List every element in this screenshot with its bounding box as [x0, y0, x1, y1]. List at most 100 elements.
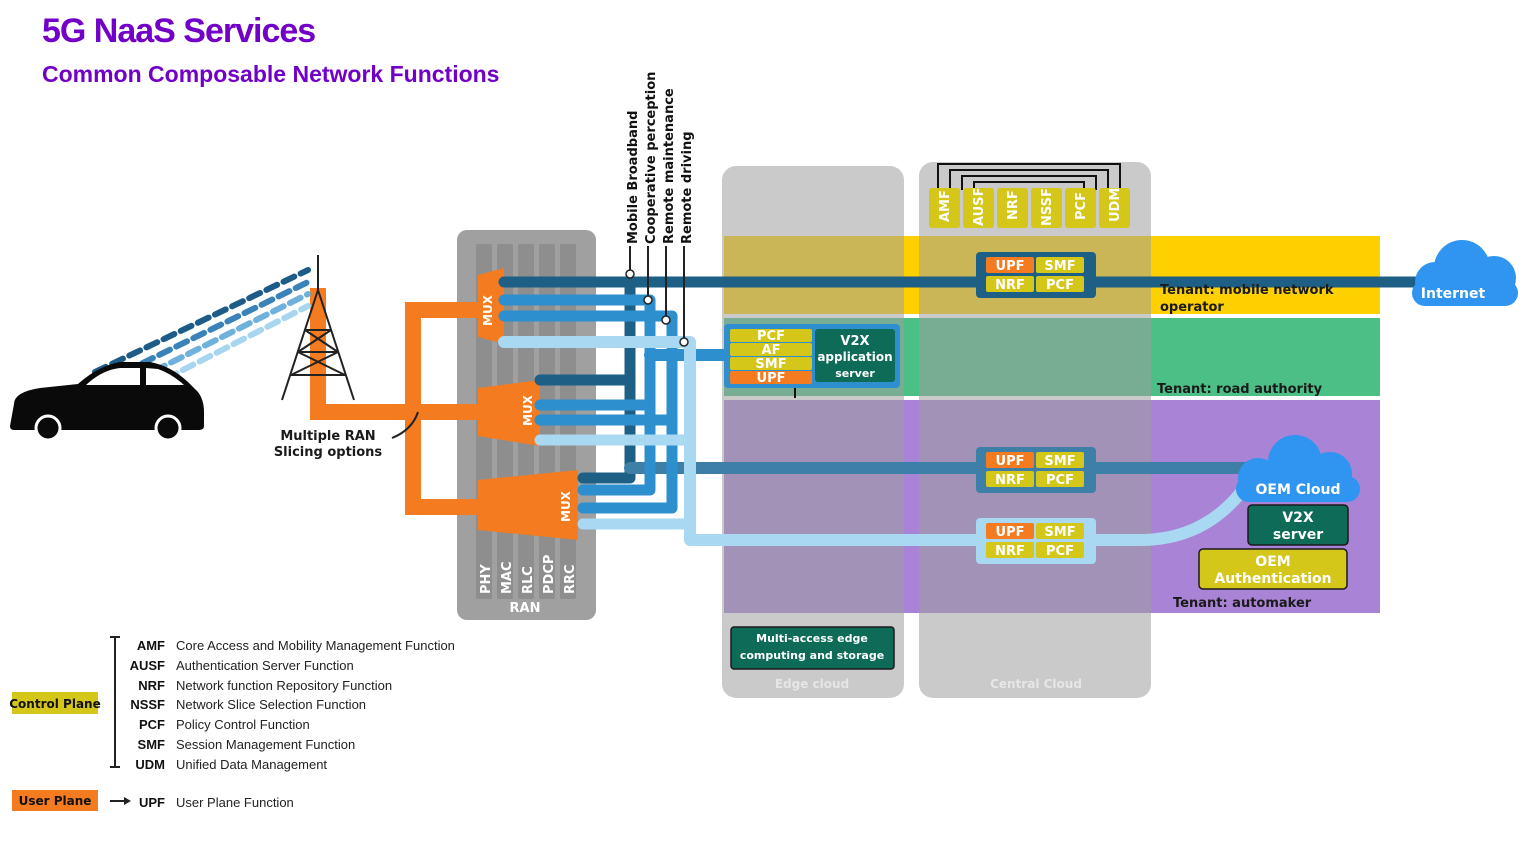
tenant-mobile-label-1: Tenant: mobile network	[1160, 283, 1334, 298]
v2x-app-line3: server	[835, 367, 875, 380]
legend-def: Policy Control Function	[176, 717, 310, 732]
nf-pcf: PCF	[1046, 473, 1074, 488]
page-subtitle: Common Composable Network Functions	[42, 61, 500, 87]
edge-nf-smf: SMF	[755, 357, 786, 372]
legend-abbr: NSSF	[130, 697, 165, 712]
legend-abbr: NRF	[138, 678, 165, 693]
page-title: 5G NaaS Services	[42, 12, 316, 50]
mux-3	[478, 470, 578, 540]
legend-def: Authentication Server Function	[176, 658, 354, 673]
edge-cloud-label: Edge cloud	[775, 677, 849, 691]
nf-smf: SMF	[1044, 259, 1075, 274]
nf-nrf: NRF	[995, 278, 1025, 293]
car-icon	[10, 362, 204, 442]
oem-authentication: OEM Authentication	[1198, 548, 1348, 590]
use-case-pointers	[629, 246, 685, 340]
ran-layer-phy: PHY	[479, 564, 494, 594]
ran-label: RAN	[510, 601, 541, 616]
ran-layer-pdcp: PDCP	[542, 555, 557, 594]
tenant-road-label: Tenant: road authority	[1157, 382, 1323, 397]
v2x-application-server: V2X application server	[815, 329, 895, 382]
use-case-dot	[661, 315, 671, 325]
central-cloud-column	[919, 162, 1151, 698]
core-functions: AMF AUSF NRF NSSF PCF UDM	[929, 188, 1130, 228]
oem-auth-line1: OEM	[1255, 554, 1290, 570]
nf-block-mobile: UPF SMF NRF PCF	[976, 252, 1096, 298]
use-case-dot	[625, 269, 635, 279]
slicing-pointer	[391, 411, 419, 439]
core-fn-amf: AMF	[938, 190, 953, 222]
v2x-app-line1: V2X	[840, 334, 869, 349]
ran-layer-rlc: RLC	[521, 566, 536, 594]
mux-label-1: MUX	[481, 294, 495, 326]
ran-layer-labels: PHY MAC RLC PDCP RRC	[479, 555, 578, 594]
nf-upf: UPF	[996, 454, 1025, 469]
mec-line2: computing and storage	[740, 649, 884, 662]
legend-abbr-upf: UPF	[139, 795, 165, 810]
legend-def: Network Slice Selection Function	[176, 697, 366, 712]
nf-upf: UPF	[996, 525, 1025, 540]
slicing-label-2: Slicing options	[274, 445, 383, 460]
nf-pcf: PCF	[1046, 278, 1074, 293]
core-fn-ausf: AUSF	[972, 188, 987, 226]
legend: Control Plane User Plane AMF Core Access…	[9, 636, 455, 811]
mux-label-3: MUX	[559, 490, 573, 522]
nf-nrf: NRF	[995, 473, 1025, 488]
v2x-server-line1: V2X	[1282, 510, 1314, 526]
legend-def: Network function Repository Function	[176, 678, 392, 693]
legend-abbr: AMF	[137, 638, 165, 653]
oem-cloud-label: OEM Cloud	[1256, 482, 1341, 498]
legend-def-upf: User Plane Function	[176, 795, 294, 810]
nf-block-automaker-2: UPF SMF NRF PCF	[976, 518, 1096, 564]
core-control-lines	[937, 163, 1121, 190]
nf-pcf: PCF	[1046, 544, 1074, 559]
ran-layer-mac: MAC	[500, 561, 515, 594]
slicing-label-1: Multiple RAN	[280, 429, 375, 444]
legend-def: Session Management Function	[176, 737, 355, 752]
central-cloud-label: Central Cloud	[990, 677, 1082, 691]
ran-layer-rrc: RRC	[563, 564, 578, 594]
edge-nf-af: AF	[762, 343, 781, 358]
edge-cloud-column	[722, 166, 904, 698]
nf-upf: UPF	[996, 259, 1025, 274]
legend-def: Core Access and Mobility Management Func…	[176, 638, 455, 653]
nf-nrf: NRF	[995, 544, 1025, 559]
core-fn-udm: UDM	[1108, 188, 1123, 222]
legend-abbr: UDM	[135, 757, 165, 772]
mux-2	[478, 380, 540, 446]
antenna-tower-icon	[281, 255, 355, 401]
oem-auth-line2: Authentication	[1214, 571, 1331, 587]
core-fn-pcf: PCF	[1074, 192, 1089, 220]
oem-cloud-icon	[1236, 435, 1360, 502]
use-case-remote-driving: Remote driving	[680, 131, 695, 244]
edge-nf-upf: UPF	[757, 371, 786, 386]
mux-1	[478, 268, 504, 344]
v2x-server-line2: server	[1273, 527, 1323, 543]
tenant-automaker-label: Tenant: automaker	[1173, 596, 1312, 611]
core-fn-nssf: NSSF	[1040, 188, 1055, 226]
v2x-server: V2X server	[1247, 504, 1349, 546]
mec-box: Multi-access edge computing and storage	[730, 626, 895, 670]
internet-cloud-icon	[1412, 240, 1518, 306]
nf-smf: SMF	[1044, 454, 1075, 469]
legend-user-plane: User Plane	[19, 794, 92, 808]
legend-abbr: AUSF	[130, 658, 165, 673]
mec-line1: Multi-access edge	[756, 632, 868, 645]
edge-nf-pcf: PCF	[757, 329, 785, 344]
nf-block-automaker-1: UPF SMF NRF PCF	[976, 447, 1096, 493]
use-case-mobile-broadband: Mobile Broadband	[626, 111, 641, 244]
ran-slicing-paths	[310, 288, 478, 515]
v2x-app-line2: application	[817, 350, 892, 364]
mux-label-2: MUX	[521, 394, 535, 426]
legend-abbr: SMF	[138, 737, 166, 752]
legend-abbr: PCF	[139, 717, 165, 732]
use-case-cooperative-perception: Cooperative perception	[644, 72, 659, 244]
use-case-labels: Mobile Broadband Cooperative perception …	[626, 72, 695, 244]
use-case-dot	[643, 295, 653, 305]
use-case-dot	[679, 337, 689, 347]
legend-def: Unified Data Management	[176, 757, 327, 772]
nf-smf: SMF	[1044, 525, 1075, 540]
core-fn-nrf: NRF	[1006, 190, 1021, 220]
